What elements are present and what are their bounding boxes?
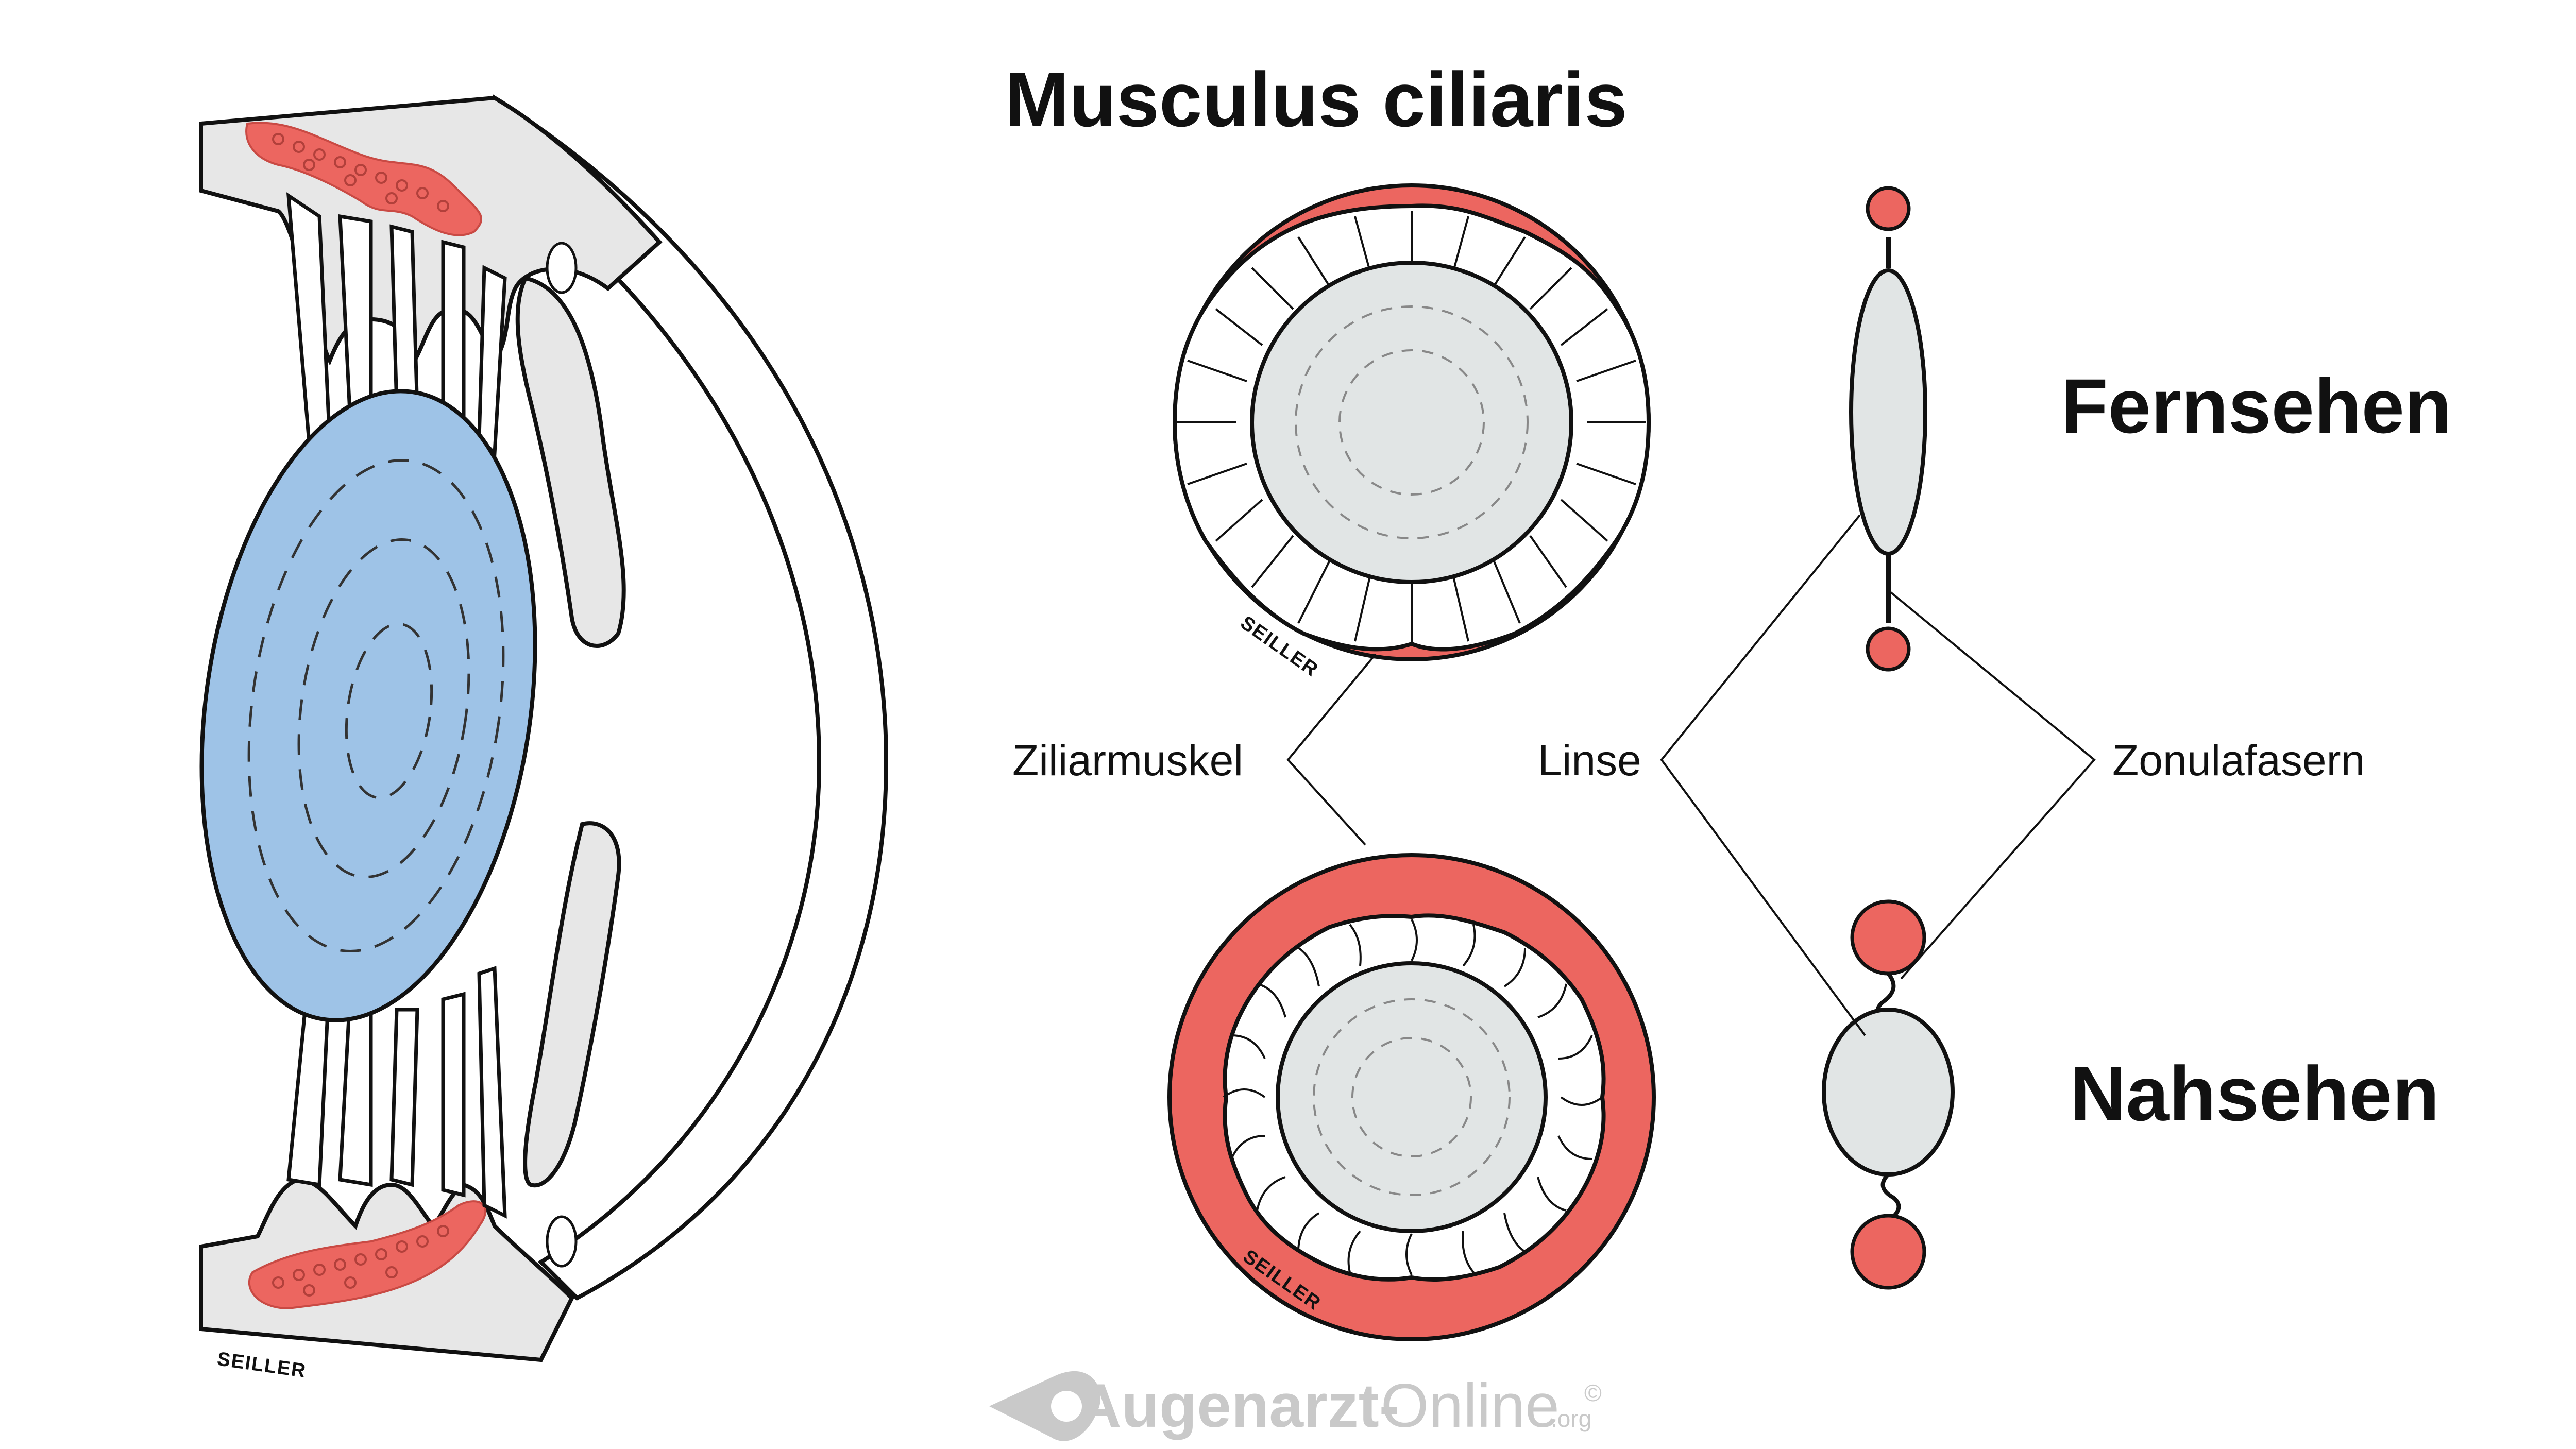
diagram-title: Musculus ciliaris — [1005, 56, 1628, 143]
leader-lines — [1286, 514, 2096, 1036]
watermark-mark: © — [1584, 1379, 1602, 1406]
leader-zonule — [1890, 591, 2096, 980]
zonule-fibers-left-lower — [286, 966, 507, 1219]
side-lens-distance — [1849, 186, 1927, 672]
watermark-name2: Online — [1381, 1371, 1560, 1440]
muscle-dot-bottom-distance — [1866, 626, 1911, 672]
muscle-dots-upper — [272, 133, 449, 212]
watermark-suffix: .org — [1551, 1405, 1591, 1432]
label-zonule-fibers: Zonulafasern — [2112, 736, 2365, 785]
zonule-spokes-near — [1223, 919, 1603, 1275]
lens-rings-near — [1313, 998, 1511, 1196]
muscle-dot-top-near — [1850, 899, 1926, 976]
label-distance-vision: Fernsehen — [2061, 363, 2452, 449]
leader-ciliary-muscle — [1286, 653, 1377, 846]
lens-front-near — [1276, 961, 1548, 1233]
lens-growth-rings — [247, 458, 505, 953]
ciliary-muscle-lower — [248, 1200, 487, 1310]
schlemm-canal-lower — [546, 1215, 578, 1268]
signature-eye: SEILLER — [216, 1348, 308, 1382]
label-ciliary-muscle: Ziliarmuskel — [1012, 736, 1243, 785]
ring-near-vision: SEILLER — [1167, 853, 1656, 1341]
lens-front-distance — [1250, 261, 1573, 584]
iris-lower — [523, 821, 621, 1188]
label-near-vision: Nahsehen — [2070, 1050, 2439, 1137]
lens-round-near — [1822, 1008, 1955, 1177]
schlemm-canal-upper — [546, 242, 578, 294]
leader-lens — [1660, 514, 1866, 1036]
lens-rings-distance — [1295, 305, 1529, 539]
label-lens: Linse — [1538, 736, 1641, 785]
muscle-dot-bottom-near — [1850, 1214, 1926, 1290]
zonule-spokes-distance — [1177, 211, 1646, 644]
zonule-fibers-left-upper — [286, 192, 507, 457]
muscle-dots-lower — [272, 1225, 449, 1297]
lens-flat-distance — [1849, 268, 1927, 556]
muscle-dot-top-distance — [1866, 186, 1911, 231]
watermark: Augenarzt- Online .org © — [989, 1371, 1602, 1441]
cornea — [493, 94, 889, 1301]
lens-side-view — [199, 389, 537, 1022]
side-lens-near — [1822, 899, 1955, 1290]
watermark-name: Augenarzt- — [1077, 1371, 1400, 1440]
iris-upper — [515, 276, 626, 648]
ring-distance-vision: SEILLER — [1172, 183, 1651, 681]
watermark-eye-icon — [989, 1371, 1101, 1441]
eye-cross-section: SEILLER — [199, 94, 889, 1382]
ciliary-muscle-upper — [245, 122, 483, 236]
